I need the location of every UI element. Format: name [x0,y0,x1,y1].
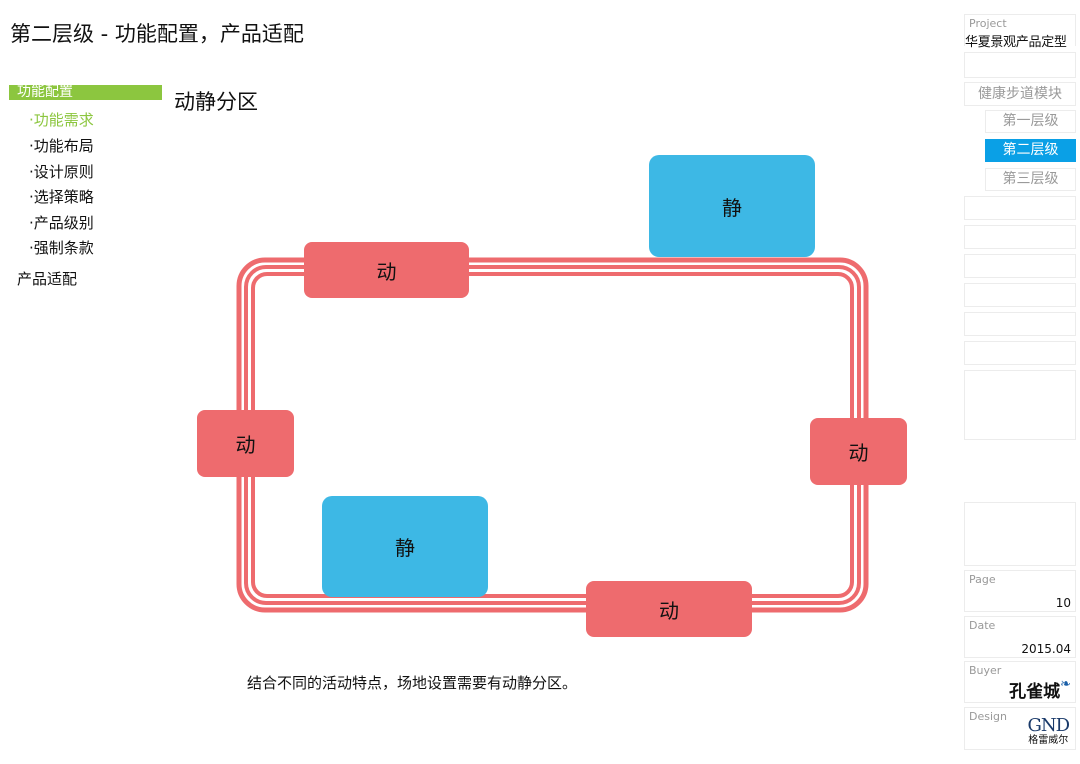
design-label: Design [969,710,1007,723]
feather-icon: ❧ [1060,677,1071,692]
gnd-logo-text: 格雷威尔 [1028,735,1069,746]
level-item-first[interactable]: 第一层级 [985,110,1076,133]
project-label: Project [969,17,1007,30]
module-item[interactable]: 健康步道模块 [964,82,1076,106]
empty-slot [964,502,1076,566]
static-zone-inner: 静 [322,496,488,597]
date-value: 2015.04 [1021,642,1071,656]
date-label: Date [969,619,996,632]
buyer-logo: 孔雀城❧ [1009,677,1071,702]
dynamic-zone-right: 动 [810,418,907,485]
buyer-label: Buyer [969,664,1002,677]
empty-slot [964,283,1076,307]
empty-slot [964,370,1076,440]
nav-item-design-principles[interactable]: ·设计原则 [29,163,94,181]
design-logo: GND 格雷威尔 [1027,715,1070,747]
dynamic-zone-bottom: 动 [586,581,752,637]
design-box: Design GND 格雷威尔 [964,707,1076,750]
static-zone-top: 静 [649,155,815,257]
nav-header-function-config[interactable]: 功能配置 [9,85,162,100]
empty-slot [964,312,1076,336]
level-item-third[interactable]: 第三层级 [985,168,1076,191]
dynamic-zone-left: 动 [197,410,294,477]
nav-item-selection-strategy[interactable]: ·选择策略 [29,188,94,206]
nav-item-product-level[interactable]: ·产品级别 [29,214,94,232]
project-box: Project 华夏景观产品定型 [964,14,1076,50]
page-title: 第二层级 - 功能配置，产品适配 [10,22,304,46]
buyer-box: Buyer 孔雀城❧ [964,661,1076,703]
section-title: 动静分区 [174,90,258,114]
empty-slot [964,341,1076,365]
dynamic-zone-top: 动 [304,242,469,298]
level-item-second[interactable]: 第二层级 [985,139,1076,162]
page-box: Page 10 [964,570,1076,612]
nav-item-product-adaptation[interactable]: 产品适配 [17,270,78,288]
page-label: Page [969,573,996,586]
empty-slot [964,254,1076,278]
nav-item-function-needs[interactable]: ·功能需求 [29,111,94,129]
diagram-caption: 结合不同的活动特点，场地设置需要有动静分区。 [247,674,578,692]
empty-box [964,52,1076,78]
date-box: Date 2015.04 [964,616,1076,658]
nav-item-function-layout[interactable]: ·功能布局 [29,137,94,155]
empty-slot [964,196,1076,220]
page-number: 10 [1055,596,1071,610]
empty-slot [964,225,1076,249]
gnd-logo-mark: GND [1027,715,1070,736]
nav-item-mandatory-clauses[interactable]: ·强制条款 [29,239,94,257]
project-name: 华夏景观产品定型 [965,35,1067,50]
